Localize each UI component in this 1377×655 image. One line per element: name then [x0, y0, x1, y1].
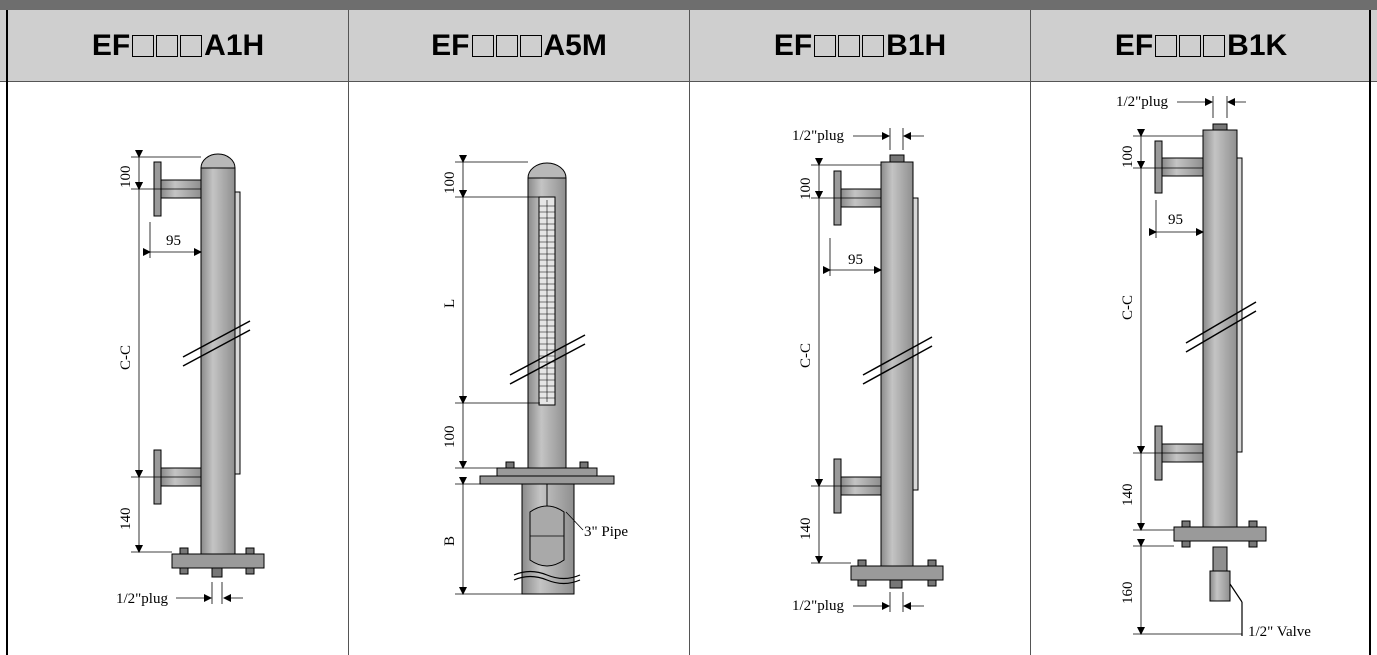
header-suffix: A5M — [543, 29, 607, 62]
header-suffix: B1K — [1227, 29, 1288, 62]
blank-boxes — [132, 35, 203, 57]
column-divider — [689, 10, 690, 655]
header-suffix: A1H — [204, 29, 265, 62]
table-border-left — [6, 10, 8, 655]
header-divider — [0, 81, 1377, 82]
pipe-label: 3" Pipe — [584, 524, 628, 540]
header-prefix: EF — [431, 29, 470, 62]
dim-95: 95 — [848, 252, 863, 268]
dim-100: 100 — [798, 178, 814, 201]
header-ef-b1k: EF B1K — [1031, 10, 1371, 82]
diagram-ef-b1k — [1133, 96, 1267, 636]
dim-95: 95 — [1168, 212, 1183, 228]
blank-boxes — [1155, 35, 1226, 57]
dim-l: L — [442, 299, 458, 308]
diagram-ef-a1h — [131, 150, 265, 604]
dim-140: 140 — [118, 508, 134, 531]
dim-cc: C-C — [118, 345, 134, 370]
dim-100: 100 — [442, 172, 458, 195]
header-ef-a5m: EF A5M — [349, 10, 689, 82]
plug-label: 1/2"plug — [792, 598, 844, 614]
diagram-ef-a5m — [455, 155, 615, 595]
header-prefix: EF — [1114, 29, 1154, 62]
dim-b: B — [442, 536, 458, 546]
dim-160: 160 — [1120, 582, 1136, 605]
header-suffix: B1H — [886, 29, 947, 62]
table-border-right — [1369, 10, 1371, 655]
dim-95: 95 — [166, 233, 181, 249]
column-divider — [1030, 10, 1031, 655]
plug-label: 1/2"plug — [792, 128, 844, 144]
plug-label: 1/2"plug — [116, 591, 168, 607]
blank-boxes — [814, 35, 885, 57]
plug-label: 1/2"plug — [1116, 94, 1168, 110]
header-row — [0, 10, 1377, 82]
column-divider — [348, 10, 349, 655]
dim-140: 140 — [798, 518, 814, 541]
header-prefix: EF — [773, 29, 813, 62]
header-ef-a1h: EF A1H — [8, 10, 348, 82]
header-ef-b1h: EF B1H — [690, 10, 1030, 82]
dim-cc: C-C — [1120, 295, 1136, 320]
dim-cc: C-C — [798, 343, 814, 368]
dim-100: 100 — [1120, 146, 1136, 169]
dim-100: 100 — [442, 426, 458, 449]
header-prefix: EF — [91, 29, 131, 62]
dim-100: 100 — [118, 166, 134, 189]
diagram-ef-b1h — [811, 128, 944, 612]
blank-boxes — [471, 35, 542, 57]
valve-label: 1/2" Valve — [1248, 624, 1311, 640]
top-bar — [0, 0, 1377, 10]
dim-140: 140 — [1120, 484, 1136, 507]
